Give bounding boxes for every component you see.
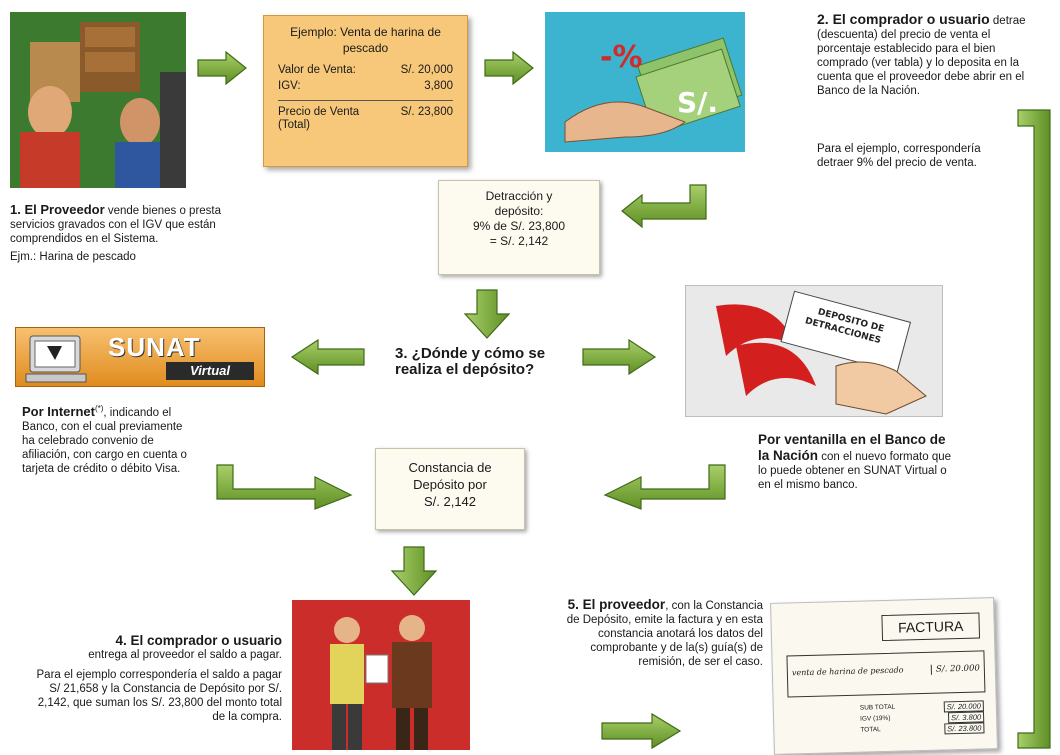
step4-example: Para el ejemplo correspondería el saldo … [36,669,282,723]
handshake-illustration [292,600,470,750]
factura-title: FACTURA [881,612,981,642]
arrow-bent-right-internet [216,464,353,510]
example-row-igv: IGV: 3,800 [278,80,453,93]
arrow-down-2 [390,546,438,596]
detraccion-line: 9% de S/. 23,800 [472,219,566,233]
example-card: Ejemplo: Venta de harina de pescado Valo… [263,15,468,167]
ventanilla-description: Por ventanilla en el Banco de la Nación … [758,432,958,492]
step2-description: 2. El comprador o usuario detrae (descue… [817,12,1032,98]
factura-total-value: S/. 23.800 [944,722,985,735]
constancia-document: Constancia de Depósito por S/. 2,142 [375,448,525,530]
currency-symbol: S/. [677,86,718,119]
right-connector [1017,109,1051,749]
step1-example: Ejm.: Harina de pescado [10,251,136,263]
example-divider [278,100,453,101]
constancia-line: Constancia de [408,460,492,475]
arrow-down-1 [463,289,511,339]
example-row-value: S/. 23,800 [400,106,453,118]
example-row-total: Precio de Venta (Total) S/. 23,800 [278,106,453,132]
constancia-line: Depósito por [413,477,487,492]
step4-title: 4. El comprador o usuario [115,633,282,648]
computer-icon [25,335,87,383]
example-row-label: Valor de Venta: [278,64,356,76]
step5-title: 5. El proveedor [567,597,666,612]
example-row-value: S/. 20,000 [400,64,453,76]
internet-title: Por Internet [22,403,95,419]
arrow-bent-left-ventanilla [603,464,726,510]
step1-text: vende bienes o presta servicios gravados… [10,205,222,245]
step3-question: 3. ¿Dónde y cómo se realiza el depósito? [395,345,546,378]
detraccion-line: depósito: [494,204,544,218]
factura-document: FACTURA venta de harina de pescado S/. 2… [770,597,998,755]
factura-total-row: TOTAL S/. 23.800 [860,722,985,736]
example-row-label: Precio de Venta (Total) [278,106,360,131]
detraccion-line: Detracción y [485,189,553,203]
factura-totals: SUB TOTAL S/. 20.000 IGV (19%) S/. 3.800… [860,700,985,736]
internet-description: Por Internet(*), indicando el Banco, con… [22,402,192,476]
step4-text: entrega al proveedor el saldo a pagar. [88,649,282,661]
provider-illustration [10,12,186,188]
factura-item: venta de harina de pescado [791,665,904,678]
example-row-valor: Valor de Venta: S/. 20,000 [278,64,453,77]
bank-deposit-illustration: DEPOSITO DE DETRACCIONES [685,285,943,417]
example-row-label: IGV: [278,80,301,92]
internet-footnote: (*) [94,404,104,413]
constancia-line: S/. 2,142 [423,494,477,509]
arrow-right-bank [582,338,657,376]
step1-description: 1. El Proveedor vende bienes o presta se… [10,203,230,246]
ventanilla-text: con el nuevo formato que lo puede obtene… [758,451,952,491]
detraccion-line: = S/. 2,142 [489,234,549,248]
step5-description: 5. El proveedor, con la Constancia de De… [553,598,763,669]
factura-total-label: TOTAL [860,726,881,734]
example-row-value: 3,800 [424,80,453,92]
arrow-right-2 [484,50,534,86]
arrow-bent-left-1 [621,184,707,229]
arrow-right-1 [197,50,247,86]
detraccion-document: Detracción y depósito: 9% de S/. 23,800 … [438,180,600,275]
sunat-sub: Virtual [166,362,254,380]
percent-sign: -% [600,40,643,75]
step2-text: detrae (descuenta) del precio de venta e… [817,15,1026,97]
arrow-right-factura [601,712,682,750]
ventanilla-title: Por ventanilla en el Banco de la Nación [758,432,946,463]
step2-example: Para el ejemplo, correspondería detraer … [817,143,981,169]
factura-item-row: venta de harina de pescado S/. 20.000 [786,650,986,698]
sunat-brand: SUNAT [108,332,201,362]
arrow-left-sunat [290,338,365,376]
factura-item-amount: S/. 20.000 [930,663,980,675]
step2-title: 2. El comprador o usuario [817,11,990,27]
sunat-virtual-banner: SUNAT Virtual [15,327,265,387]
factura-total-label: IGV (19%) [860,714,891,723]
example-card-title: Ejemplo: Venta de harina de pescado [290,25,441,55]
step4-description: 4. El comprador o usuario entrega al pro… [20,634,282,662]
step1-title: 1. El Proveedor [10,202,105,217]
internet-text: , indicando el Banco, con el cual previa… [22,406,187,475]
money-illustration: S/. -% [545,12,745,152]
step5-text: , con la Constancia de Depósito, emite l… [566,600,763,668]
